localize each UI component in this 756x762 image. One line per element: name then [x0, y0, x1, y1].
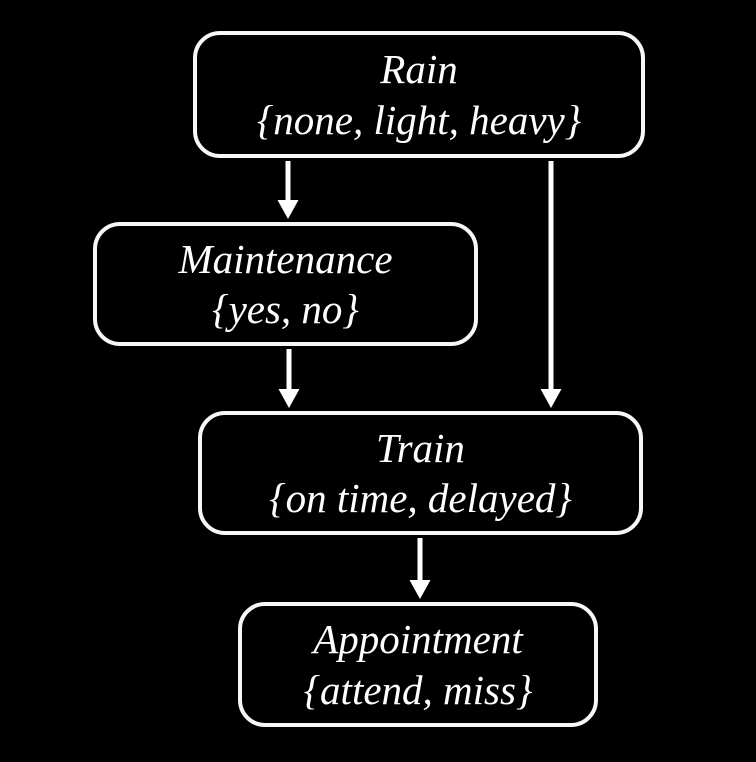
node-maintenance-label: Maintenance [178, 235, 393, 282]
node-maintenance-values: {yes, no} [212, 286, 359, 332]
node-train-label: Train [376, 424, 465, 471]
edge-rain-to-train-arrow [540, 161, 562, 408]
node-train: Train {on time, delayed} [198, 411, 643, 535]
node-rain-values: {none, light, heavy} [256, 96, 582, 143]
node-train-values: {on time, delayed} [269, 475, 572, 521]
node-rain-label: Rain [380, 46, 458, 93]
node-appointment-values: {attend, miss} [303, 666, 533, 713]
node-rain: Rain {none, light, heavy} [193, 31, 645, 158]
edge-rain-to-maintenance-arrow [277, 161, 299, 219]
node-maintenance: Maintenance {yes, no} [93, 222, 478, 346]
node-appointment: Appointment {attend, miss} [238, 602, 598, 727]
edge-maintenance-to-train-arrow [278, 349, 300, 408]
edge-train-to-appointment-arrow [409, 538, 431, 599]
node-appointment-label: Appointment [313, 616, 523, 663]
